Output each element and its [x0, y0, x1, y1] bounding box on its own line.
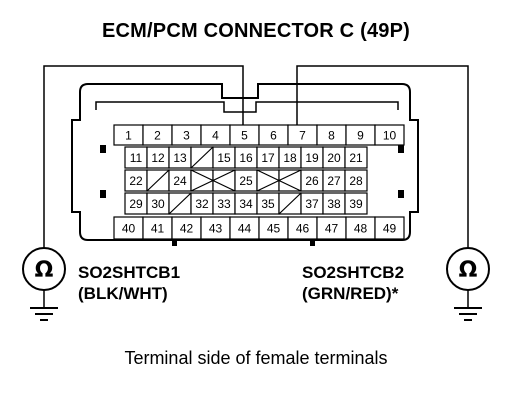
housing-key-bottom-right	[310, 240, 315, 246]
terminal-49-label: 49	[383, 222, 397, 236]
empty-cavity-mark	[256, 169, 302, 192]
ground-icon	[30, 307, 58, 321]
terminal-43-label: 43	[209, 222, 223, 236]
terminal-33-label: 33	[217, 197, 231, 211]
probe-label-left: SO2SHTCB1 (BLK/WHT)	[78, 262, 180, 304]
empty-cavity-mark	[278, 192, 302, 215]
terminal-47-label: 47	[325, 222, 339, 236]
terminal-38-label: 38	[327, 197, 341, 211]
terminal-cavity	[212, 169, 236, 192]
terminal-cavity	[344, 192, 368, 215]
terminal-16-label: 16	[239, 151, 253, 165]
terminal-42-label: 42	[180, 222, 194, 236]
ground-icon	[454, 307, 482, 321]
terminal-28-label: 28	[349, 174, 363, 188]
terminal-39-label: 39	[349, 197, 363, 211]
terminal-cavity	[344, 146, 368, 169]
terminal-29-label: 29	[129, 197, 143, 211]
terminal-22-label: 22	[129, 174, 143, 188]
terminal-40-label: 40	[122, 222, 136, 236]
connector-inner-frame	[95, 101, 399, 113]
ohm-icon: Ω	[459, 258, 478, 283]
terminal-3-label: 3	[183, 129, 190, 143]
terminal-10-label: 10	[383, 129, 397, 143]
probe-wire-right	[296, 65, 469, 248]
terminal-cavity	[374, 216, 405, 240]
terminal-17-label: 17	[261, 151, 275, 165]
terminal-cavity	[374, 124, 405, 146]
terminal-cavity	[256, 169, 280, 192]
terminal-cavity	[278, 169, 302, 192]
terminal-cavity	[344, 169, 368, 192]
terminal-18-label: 18	[283, 151, 297, 165]
housing-key-bottom-left	[172, 240, 177, 246]
terminal-8-label: 8	[328, 129, 335, 143]
terminal-cavity	[190, 169, 214, 192]
terminal-2-label: 2	[154, 129, 161, 143]
empty-cavity-mark	[190, 169, 236, 192]
terminal-41-label: 41	[151, 222, 165, 236]
terminal-46-label: 46	[296, 222, 310, 236]
housing-latch-right-bottom	[398, 190, 404, 198]
connector-title: ECM/PCM CONNECTOR C (49P)	[102, 20, 410, 42]
diagram-caption: Terminal side of female terminals	[124, 348, 388, 368]
empty-cavity-mark	[168, 192, 192, 215]
terminal-44-label: 44	[238, 222, 252, 236]
terminal-1-label: 1	[125, 129, 132, 143]
empty-cavity-mark	[190, 146, 214, 169]
terminal-13-label: 13	[173, 151, 187, 165]
terminal-19-label: 19	[305, 151, 319, 165]
ohmmeter-left: Ω	[22, 247, 66, 321]
housing-latch-left-top	[100, 145, 106, 153]
terminal-37-label: 37	[305, 197, 319, 211]
terminal-4-label: 4	[212, 129, 219, 143]
connector-housing	[71, 83, 419, 241]
housing-latch-right-top	[398, 145, 404, 153]
probe-right-wire: (GRN/RED)*	[302, 284, 399, 303]
terminal-12-label: 12	[151, 151, 165, 165]
ohmmeter-right: Ω	[446, 247, 490, 321]
probe-left-wire: (BLK/WHT)	[78, 284, 168, 303]
terminal-24-label: 24	[173, 174, 187, 188]
terminal-32-label: 32	[195, 197, 209, 211]
terminal-35-label: 35	[261, 197, 275, 211]
ohm-icon: Ω	[35, 258, 54, 283]
terminal-34-label: 34	[239, 197, 253, 211]
probe-wire-left	[43, 65, 244, 248]
terminal-21-label: 21	[349, 151, 363, 165]
terminal-6-label: 6	[270, 129, 277, 143]
terminal-30-label: 30	[151, 197, 165, 211]
terminal-9-label: 9	[357, 129, 364, 143]
probe-label-right: SO2SHTCB2 (GRN/RED)*	[302, 262, 404, 304]
terminal-45-label: 45	[267, 222, 281, 236]
empty-cavity-mark	[146, 169, 170, 192]
terminal-27-label: 27	[327, 174, 341, 188]
housing-latch-left-bottom	[100, 190, 106, 198]
terminal-5-label: 5	[241, 129, 248, 143]
terminal-20-label: 20	[327, 151, 341, 165]
terminal-25-label: 25	[239, 174, 253, 188]
terminal-15-label: 15	[217, 151, 231, 165]
terminal-26-label: 26	[305, 174, 319, 188]
terminal-7-label: 7	[299, 129, 306, 143]
probe-left-name: SO2SHTCB1	[78, 263, 181, 282]
terminal-11-label: 11	[130, 151, 143, 165]
probe-right-name: SO2SHTCB2	[302, 263, 405, 282]
terminal-48-label: 48	[354, 222, 368, 236]
